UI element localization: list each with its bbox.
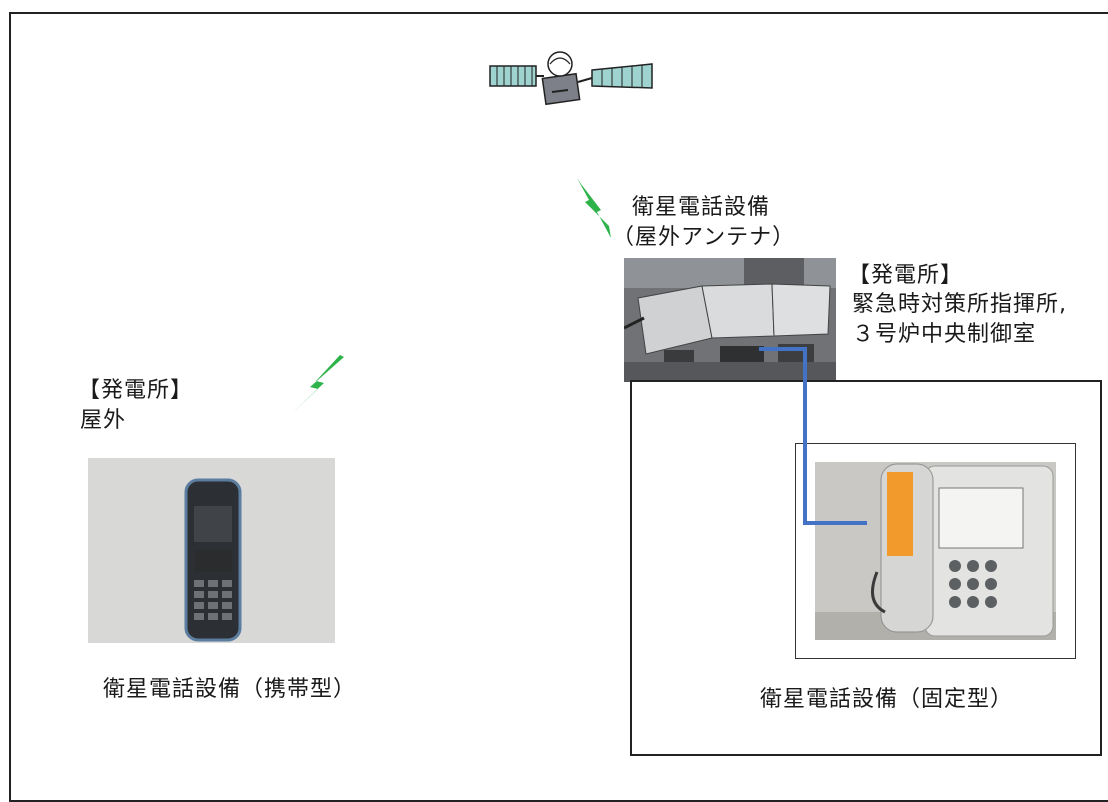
fixed-station-box: [630, 380, 1102, 756]
antenna-label-line2: （屋外アンテナ）: [612, 225, 796, 250]
satellite-icon: [489, 51, 653, 106]
fixed-caption: 衛星電話設備（固定型）: [760, 687, 1014, 712]
station-left-line1: 屋外: [80, 408, 127, 433]
signal-lightning-icon: [290, 355, 344, 415]
portable-phone-photo: [88, 458, 335, 643]
antenna-label-line1: 衛星電話設備: [632, 195, 771, 220]
antenna-photo: [624, 258, 836, 382]
portable-caption: 衛星電話設備（携帯型）: [103, 677, 357, 702]
station-right-line1: 緊急時対策所指揮所,: [852, 292, 1067, 317]
station-right-line2: ３号炉中央制御室: [852, 322, 1037, 347]
station-left-bracket: 【発電所】: [78, 378, 194, 403]
cable-connection: [759, 347, 867, 525]
signal-lightning-icon: [577, 178, 611, 238]
fixed-phone-photo: [815, 462, 1056, 640]
station-right-bracket: 【発電所】: [848, 263, 964, 288]
fixed-phone-frame: [795, 443, 1076, 659]
